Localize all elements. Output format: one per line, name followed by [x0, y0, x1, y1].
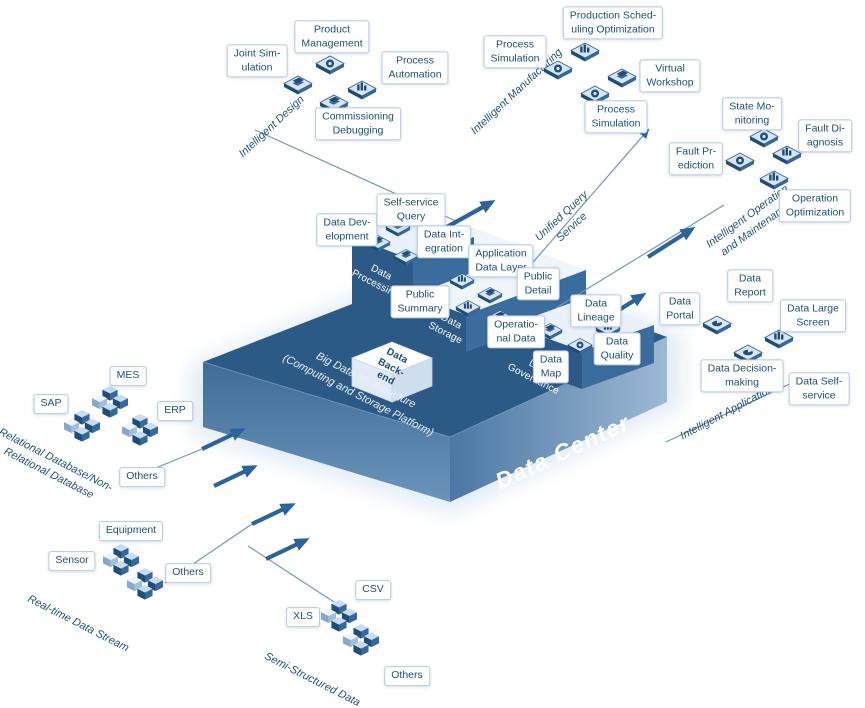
label-process-automation: Process Automation	[381, 51, 449, 85]
label-public-detail: Public Detail	[516, 267, 560, 301]
platform-right-face	[450, 337, 667, 502]
label-data-decision-making: Data Decision- making	[700, 359, 784, 393]
bar-chart-tile-icon	[347, 80, 377, 104]
label-operation-optimization: Operation Optimization	[778, 189, 852, 223]
gear-tile-icon	[543, 60, 573, 84]
bar-chart-tile-icon	[455, 300, 481, 321]
label-others-relational: Others	[119, 467, 165, 487]
label-public-summary: Public Summary	[390, 285, 450, 319]
label-production-scheduling-optimization: Production Sched- uling Optimization	[562, 6, 664, 40]
label-sap: SAP	[33, 394, 69, 414]
label-virtual-workshop: Virtual Workshop	[639, 59, 701, 93]
label-data-development: Data Dev- elopment	[316, 213, 378, 247]
label-commissioning-debugging: Commissioning Debugging	[315, 107, 401, 141]
label-process-simulation: Process Simulation	[483, 35, 547, 69]
cube-cluster-icon	[341, 623, 381, 659]
label-mes: MES	[109, 366, 147, 386]
label-process-simulation: Process Simulation	[584, 100, 648, 134]
backend-box-right	[391, 357, 433, 403]
platform-left-face	[203, 362, 450, 502]
label-sensor: Sensor	[48, 551, 96, 571]
label-equipment: Equipment	[98, 521, 164, 541]
label-data-large-screen: Data Large Screen	[780, 299, 846, 333]
pie-chart-tile-icon	[702, 315, 732, 339]
label-self-service-query: Self-service Query	[376, 193, 446, 227]
label-data-lineage: Data Lineage	[570, 294, 622, 328]
label-data-self-service: Data Self- service	[788, 372, 850, 406]
label-others-realtime: Others	[165, 563, 211, 583]
ingest-arrow	[251, 503, 296, 526]
cube-cluster-icon	[120, 413, 160, 449]
label-fault-prediction: Fault Pr- ediction	[668, 142, 724, 176]
label-joint-simulation: Joint Sim- ulation	[226, 44, 288, 78]
bar-chart-tile-icon	[570, 42, 600, 66]
label-data-quality: Data Quality	[593, 332, 641, 366]
label-fault-diagnosis: Fault Di- agnosis	[798, 119, 852, 153]
document-tile-icon	[393, 249, 419, 270]
label-others-semi: Others	[384, 666, 430, 686]
label-xls: XLS	[286, 607, 320, 627]
ingest-arrow	[201, 428, 246, 451]
document-tile-icon	[283, 75, 313, 99]
serve-arrow	[646, 226, 696, 259]
label-operational-data: Operatio- nal Data	[487, 315, 545, 349]
bar-chart-tile-icon	[764, 329, 794, 353]
label-data-portal: Data Portal	[659, 292, 701, 326]
label-data-integration: Data Int- egration	[416, 225, 472, 259]
label-erp: ERP	[157, 401, 193, 421]
processing-block-left	[352, 237, 413, 295]
label-state-monitoring: State Mo- nitoring	[722, 97, 782, 131]
document-tile-icon	[607, 68, 637, 92]
ingest-arrow	[265, 538, 310, 561]
label-data-map: Data Map	[532, 350, 570, 384]
label-data-report: Data Report	[727, 269, 773, 303]
gear-tile-icon	[567, 338, 593, 359]
ingest-arrow	[213, 465, 258, 488]
gear-tile-icon	[315, 55, 345, 79]
label-csv: CSV	[355, 580, 391, 600]
gear-tile-icon	[725, 152, 755, 176]
cube-cluster-icon	[125, 567, 165, 603]
label-product-management: Product Management	[294, 20, 370, 54]
